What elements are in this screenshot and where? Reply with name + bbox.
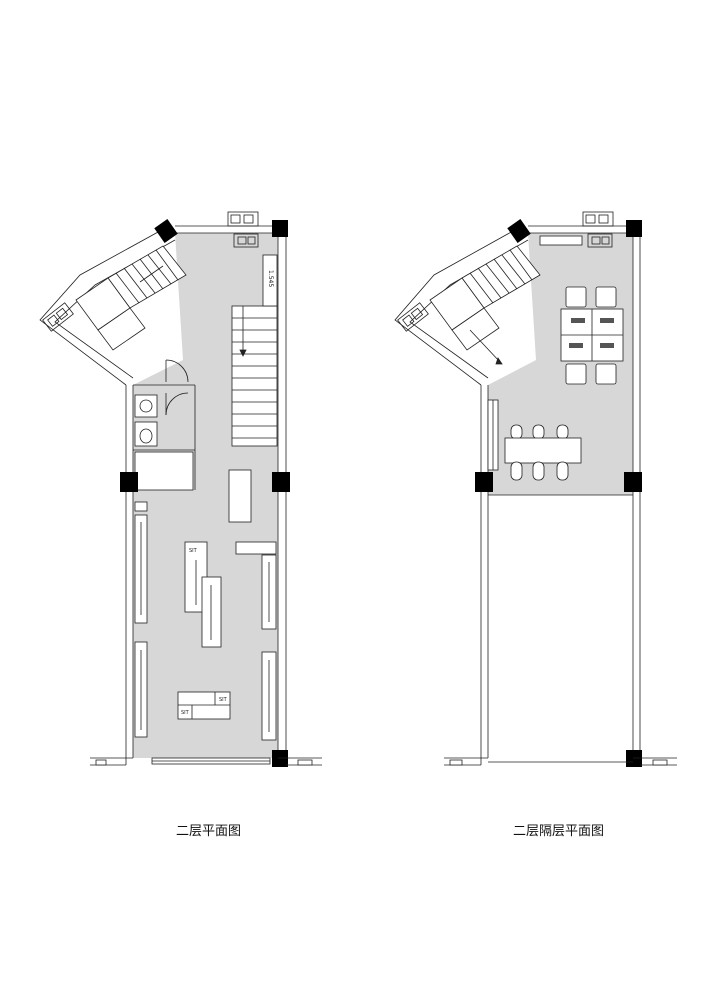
right-wing-cabinet <box>397 302 429 332</box>
left-plan-caption: 二层平面图 <box>176 824 242 839</box>
right-wing-stair <box>429 245 541 365</box>
right-top-slot <box>539 235 583 246</box>
right-column-top-right <box>626 220 642 237</box>
right-column-bottom-right <box>626 750 642 767</box>
left-floor-plan: 1.545 <box>39 211 322 767</box>
left-wing-wall-outer <box>39 225 170 386</box>
left-top-cabinet-2 <box>233 233 259 248</box>
left-column-bottom-right <box>272 750 288 767</box>
sit-label-b: SIT <box>219 697 228 703</box>
left-restroom-block <box>133 359 196 491</box>
right-bottom-edge <box>444 757 677 766</box>
chair-bottom-right <box>595 363 617 385</box>
left-top-cabinet-2-inner-b <box>247 236 256 245</box>
sign-small-left <box>134 501 148 512</box>
chair-top-left <box>565 286 587 308</box>
right-wing-wall-outer <box>394 225 523 386</box>
left-wing-cabinet-inner-b <box>55 307 69 321</box>
left-top-cabinet-1 <box>227 211 259 227</box>
display-shelf-top <box>235 541 277 555</box>
display-table-b <box>201 576 222 648</box>
sit-label-c: SIT <box>181 710 190 716</box>
left-main-stair <box>231 254 278 447</box>
left-entrance <box>90 757 322 766</box>
right-long-table <box>504 424 582 481</box>
chair-bottom-left <box>565 363 587 385</box>
cash-counter <box>177 691 231 720</box>
right-column-mid-right <box>624 472 642 492</box>
left-top-cabinet-2-inner <box>237 236 247 245</box>
right-floor-plan <box>394 211 677 767</box>
sit-label-a: SIT <box>189 548 198 554</box>
right-plan-caption: 二层隔层平面图 <box>513 824 605 839</box>
left-column-top-right <box>272 220 288 237</box>
left-wing-cabinet-inner <box>47 314 60 327</box>
chair-top-right <box>595 286 617 308</box>
left-top-cabinet-1-inner <box>230 214 241 224</box>
right-column-mid-left <box>475 472 493 492</box>
stair-dimension-label: 1.545 <box>267 270 274 287</box>
right-column-top-left <box>507 219 531 243</box>
left-column-top-left <box>154 219 178 243</box>
right-top-cabinet-1 <box>582 211 614 227</box>
left-column-mid-right <box>272 472 290 492</box>
right-workstation-cluster <box>560 286 624 385</box>
right-top-cabinet-2 <box>587 233 613 248</box>
left-wing-cabinet <box>42 302 74 332</box>
left-top-cabinet-1-inner-b <box>243 214 254 224</box>
left-wing-stair <box>75 245 187 351</box>
left-column-mid-left <box>120 472 138 492</box>
display-island-center <box>228 469 252 523</box>
